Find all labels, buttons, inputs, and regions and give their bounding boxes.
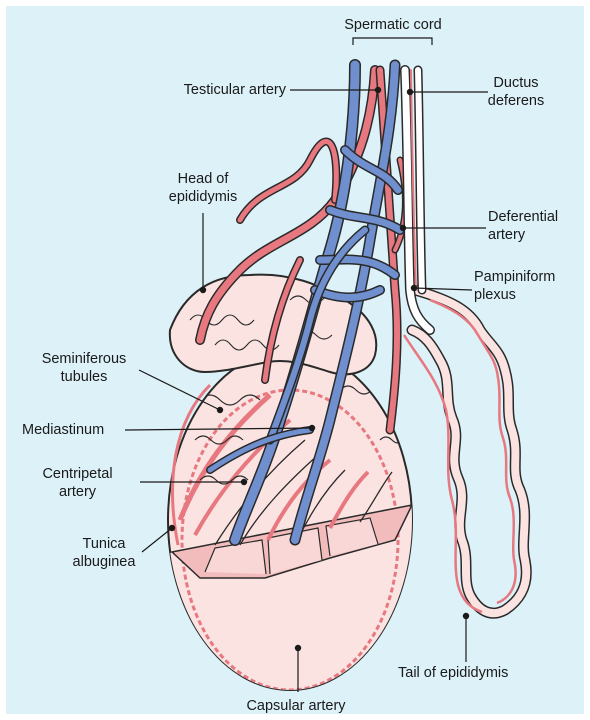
label-seminiferous-tubules-line2: tubules	[24, 368, 144, 386]
label-tunica-albuginea: Tunica albuginea	[62, 535, 146, 571]
label-head-of-epididymis: Head of epididymis	[158, 170, 248, 206]
label-spermatic-cord: Spermatic cord	[333, 16, 453, 34]
label-capsular-artery: Capsular artery	[226, 697, 366, 715]
label-deferential-artery-line1: Deferential	[488, 208, 558, 226]
label-head-of-epididymis-line2: epididymis	[158, 188, 248, 206]
label-pampiniform-plexus-line1: Pampiniform	[474, 268, 555, 286]
label-pampiniform-plexus-line2: plexus	[474, 286, 555, 304]
label-ductus-deferens-line2: deferens	[476, 92, 556, 110]
label-centripetal-artery-line2: artery	[20, 483, 135, 501]
label-seminiferous-tubules: Seminiferous tubules	[24, 350, 144, 386]
label-mediastinum: Mediastinum	[22, 421, 104, 439]
label-pampiniform-plexus: Pampiniform plexus	[474, 268, 555, 304]
label-ductus-deferens-line1: Ductus	[476, 74, 556, 92]
label-deferential-artery: Deferential artery	[488, 208, 558, 244]
label-head-of-epididymis-line1: Head of	[158, 170, 248, 188]
label-centripetal-artery: Centripetal artery	[20, 465, 135, 501]
label-tunica-albuginea-line1: Tunica	[62, 535, 146, 553]
label-ductus-deferens: Ductus deferens	[476, 74, 556, 110]
label-tail-of-epididymis: Tail of epididymis	[398, 664, 508, 682]
label-centripetal-artery-line1: Centripetal	[20, 465, 135, 483]
label-seminiferous-tubules-line1: Seminiferous	[24, 350, 144, 368]
label-deferential-artery-line2: artery	[488, 226, 558, 244]
tail-of-epididymis-duct	[404, 290, 526, 613]
label-tunica-albuginea-line2: albuginea	[62, 553, 146, 571]
label-testicular-artery: Testicular artery	[140, 81, 286, 99]
